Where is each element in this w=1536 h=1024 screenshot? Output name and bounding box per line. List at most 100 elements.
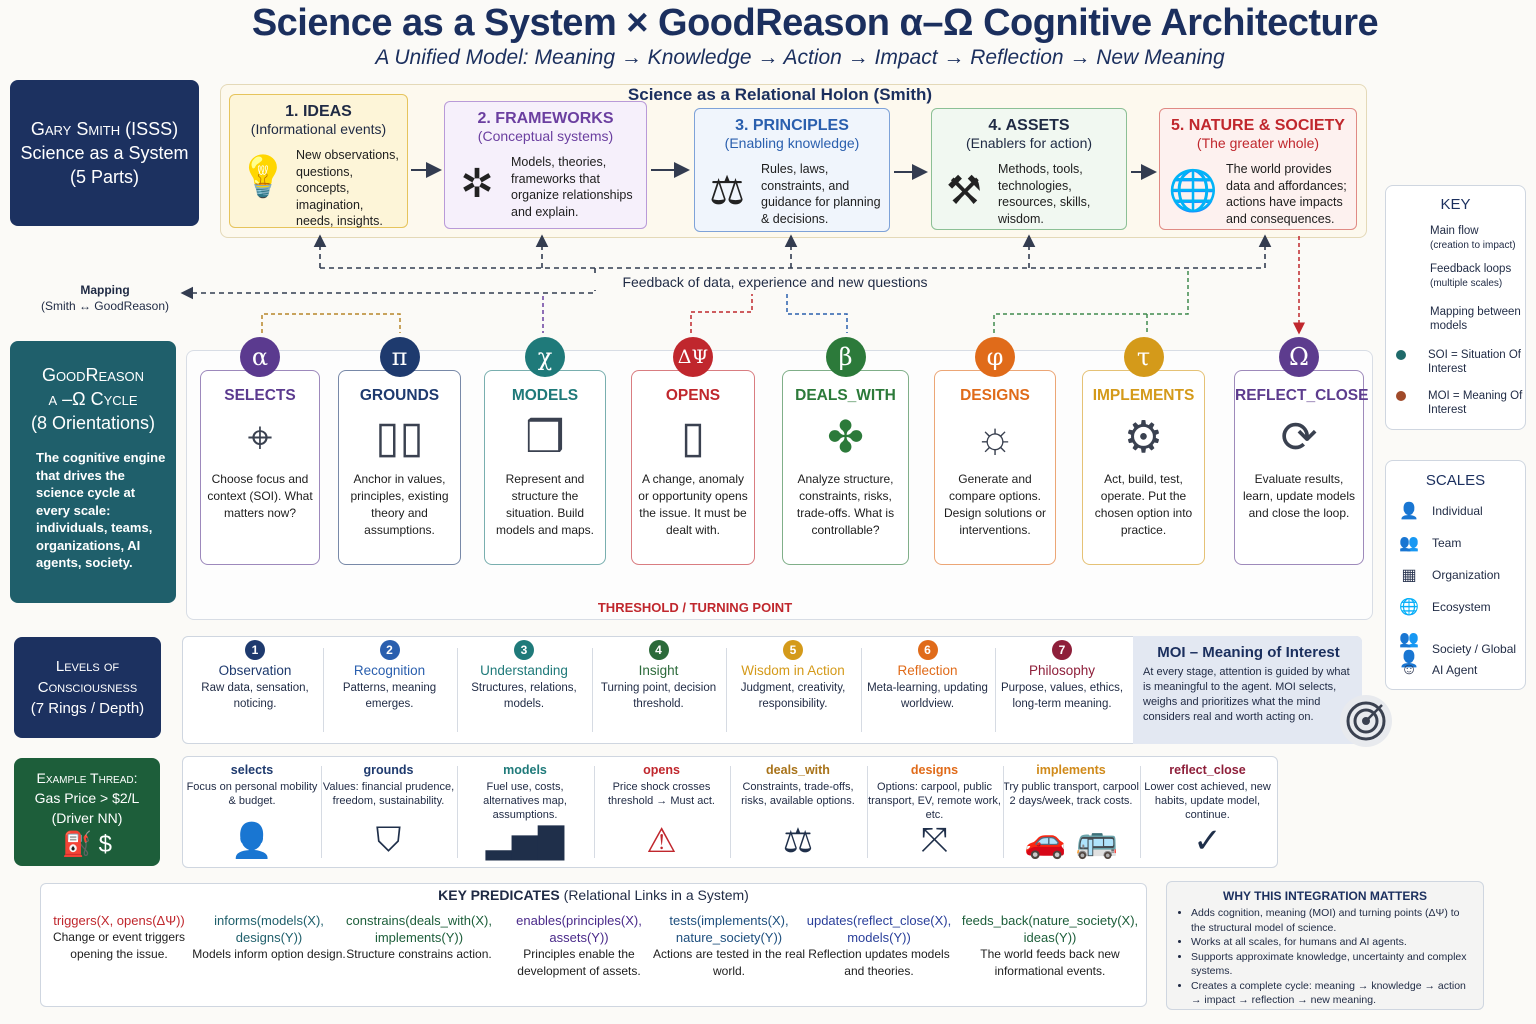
cycle-arrows-icon: ⟳ bbox=[1280, 413, 1318, 462]
level-desc: Patterns, meaning emerges. bbox=[342, 682, 437, 710]
orientation-symbol-badge: π bbox=[379, 337, 420, 377]
check-circle-icon: ✓ bbox=[1193, 822, 1222, 860]
predicates-title-sub: (Relational Links in a System) bbox=[563, 887, 749, 903]
predicate-item: updates(reflect_close(X), models(Y))Refl… bbox=[800, 912, 958, 980]
gary-smith-panel: Gary Smith (ISSS) Science as a System (5… bbox=[10, 80, 199, 226]
person-icon: 👤 bbox=[230, 822, 274, 860]
key-item: Main flow (creation to impact) bbox=[1430, 224, 1522, 253]
level-number: 3 bbox=[514, 640, 534, 660]
globe-people-icon: 🌐 bbox=[1168, 169, 1218, 213]
key-label: Main flow bbox=[1430, 225, 1479, 237]
predicate-item: constrains(deals_with(X), implements(Y))… bbox=[340, 912, 498, 963]
predicate-item: tests(implements(X), nature_society(Y))A… bbox=[650, 912, 808, 980]
holon-part-desc: Methods, tools, technologies, resources,… bbox=[998, 162, 1091, 226]
example-desc: Options: carpool, public transport, EV, … bbox=[868, 781, 1001, 821]
mapping-title: Mapping bbox=[80, 283, 130, 297]
goodreason-line1: GoodReason bbox=[41, 365, 145, 385]
example-panel: Example Thread: Gas Price > $2/L (Driver… bbox=[14, 758, 160, 866]
holon-part-1: 1. IDEAS(Informational events)💡New obser… bbox=[229, 94, 408, 228]
scales-icon: ⚖ bbox=[782, 822, 814, 860]
levels-line2: Consciousness bbox=[37, 679, 138, 696]
level-number: 7 bbox=[1052, 640, 1072, 660]
holon-part-subtitle: (Informational events) bbox=[250, 121, 387, 137]
scale-label: Organization bbox=[1432, 568, 1501, 582]
predicate-desc: Models inform option design. bbox=[192, 947, 346, 961]
scale-item: 👥Team bbox=[1396, 533, 1461, 553]
predicate-expression: feeds_back(nature_society(X), ideas(Y)) bbox=[961, 913, 1139, 945]
level-desc: Structures, relations, models. bbox=[471, 682, 577, 710]
orientation-card-models: MODELS❒Represent and structure the situa… bbox=[484, 370, 606, 565]
predicate-item: feeds_back(nature_society(X), ideas(Y))T… bbox=[960, 912, 1140, 980]
orientation-desc: A change, anomaly or opportunity opens t… bbox=[638, 472, 748, 537]
orientation-symbol-badge: ΔΨ bbox=[673, 337, 713, 377]
building-icon: ▦ bbox=[1401, 567, 1417, 584]
why-bullet: Adds cognition, meaning (MOI) and turnin… bbox=[1191, 906, 1473, 935]
holon-part-subtitle: (Enabling knowledge) bbox=[724, 135, 860, 151]
predicate-desc: Reflection updates models and theories. bbox=[808, 947, 950, 978]
holon-part-title: 5. NATURE & SOCIETY bbox=[1171, 117, 1345, 134]
key-item: SOI = Situation Of Interest bbox=[1396, 348, 1528, 376]
divider bbox=[322, 648, 324, 732]
moi-title: MOI – Meaning of Interest bbox=[1157, 644, 1340, 661]
scale-item: ▦ Organization bbox=[1396, 565, 1500, 585]
gear-icon: ⚙ bbox=[1123, 413, 1164, 462]
target-icon bbox=[1340, 695, 1392, 747]
gary-line3: (5 Parts) bbox=[69, 167, 139, 187]
scale-label: Society / Global bbox=[1432, 642, 1517, 656]
levels-line3: (7 Rings / Depth) bbox=[30, 700, 145, 717]
level-desc: Meta-learning, updating worldview. bbox=[867, 682, 988, 710]
key-title: KEY bbox=[1440, 196, 1471, 213]
divider bbox=[730, 766, 731, 858]
holon-title: Science as a Relational Holon (Smith) bbox=[627, 85, 933, 104]
lightbulb-icon: 💡 bbox=[238, 155, 288, 199]
level-desc: Turning point, decision threshold. bbox=[600, 682, 717, 710]
orientation-desc: Analyze structure, constraints, risks, t… bbox=[796, 472, 895, 537]
holon-part-subtitle: (Enablers for action) bbox=[965, 135, 1093, 151]
predicates-title: KEY PREDICATES (Relational Links in a Sy… bbox=[40, 887, 1147, 903]
predicate-desc: Actions are tested in the real world. bbox=[652, 947, 806, 978]
orientation-desc: Represent and structure the situation. B… bbox=[495, 472, 595, 537]
scale-label: Individual bbox=[1432, 504, 1483, 518]
scale-item: 👤Individual bbox=[1396, 501, 1483, 521]
scale-item: ☺AI Agent bbox=[1396, 661, 1478, 679]
orientation-desc: Act, build, test, operate. Put the chose… bbox=[1094, 472, 1193, 537]
focus-person-icon: ⌖ bbox=[247, 413, 273, 462]
holon-part-desc: The world provides data and affordances;… bbox=[1226, 162, 1347, 226]
predicate-item: informs(models(X), designs(Y))Models inf… bbox=[190, 912, 348, 963]
example-title: designs bbox=[910, 763, 959, 777]
orientation-card-opens: OPENS▯A change, anomaly or opportunity o… bbox=[631, 370, 755, 565]
holon-part-title: 4. ASSETS bbox=[988, 117, 1070, 134]
example-desc: Constraints, trade-offs, risks, availabl… bbox=[741, 781, 855, 807]
level-title: Philosophy bbox=[1028, 663, 1096, 678]
gary-line1: Gary Smith (ISSS) bbox=[30, 119, 179, 139]
holon-part-desc: Rules, laws, constraints, and guidance f… bbox=[761, 162, 881, 226]
page-title: Science as a System × GoodReason α–Ω Cog… bbox=[251, 2, 1379, 44]
divider bbox=[591, 648, 593, 732]
orientation-name: DEALS_WITH bbox=[795, 387, 896, 404]
predicate-expression: enables(principles(X), assets(Y)) bbox=[516, 913, 642, 945]
levels-line1: Levels of bbox=[55, 658, 120, 675]
car-bus-icon: 🚗 🚌 bbox=[1023, 822, 1119, 860]
threshold-label: THRESHOLD / TURNING POINT bbox=[597, 600, 793, 615]
holon-part-2: 2. FRAMEWORKS(Conceptual systems)✲Models… bbox=[444, 101, 647, 229]
robot-icon: ☺ bbox=[1400, 661, 1418, 678]
goodreason-desc: The cognitive engine that drives the sci… bbox=[36, 450, 166, 570]
bar-chart-icon: ▂▅▇ bbox=[485, 822, 565, 860]
key-label: SOI = Situation Of Interest bbox=[1428, 349, 1522, 375]
holon-part-title: 2. FRAMEWORKS bbox=[477, 110, 614, 127]
key-item: MOI = Meaning Of Interest bbox=[1396, 389, 1528, 417]
orientation-card-designs: DESIGNS☼Generate and compare options. De… bbox=[934, 370, 1056, 565]
key-sublabel: (creation to impact) bbox=[1430, 240, 1516, 251]
level-title: Observation bbox=[218, 663, 292, 678]
level-number: 6 bbox=[917, 640, 938, 660]
why-title: WHY THIS INTEGRATION MATTERS bbox=[1223, 889, 1427, 903]
society-icon: 👥👤 bbox=[1399, 631, 1419, 668]
key-label: Feedback loops bbox=[1430, 263, 1512, 275]
goodreason-line2: α –Ω Cycle bbox=[48, 389, 138, 409]
levels-panel: Levels of Consciousness (7 Rings / Depth… bbox=[14, 637, 161, 738]
holon-part-subtitle: (The greater whole) bbox=[1196, 135, 1320, 151]
